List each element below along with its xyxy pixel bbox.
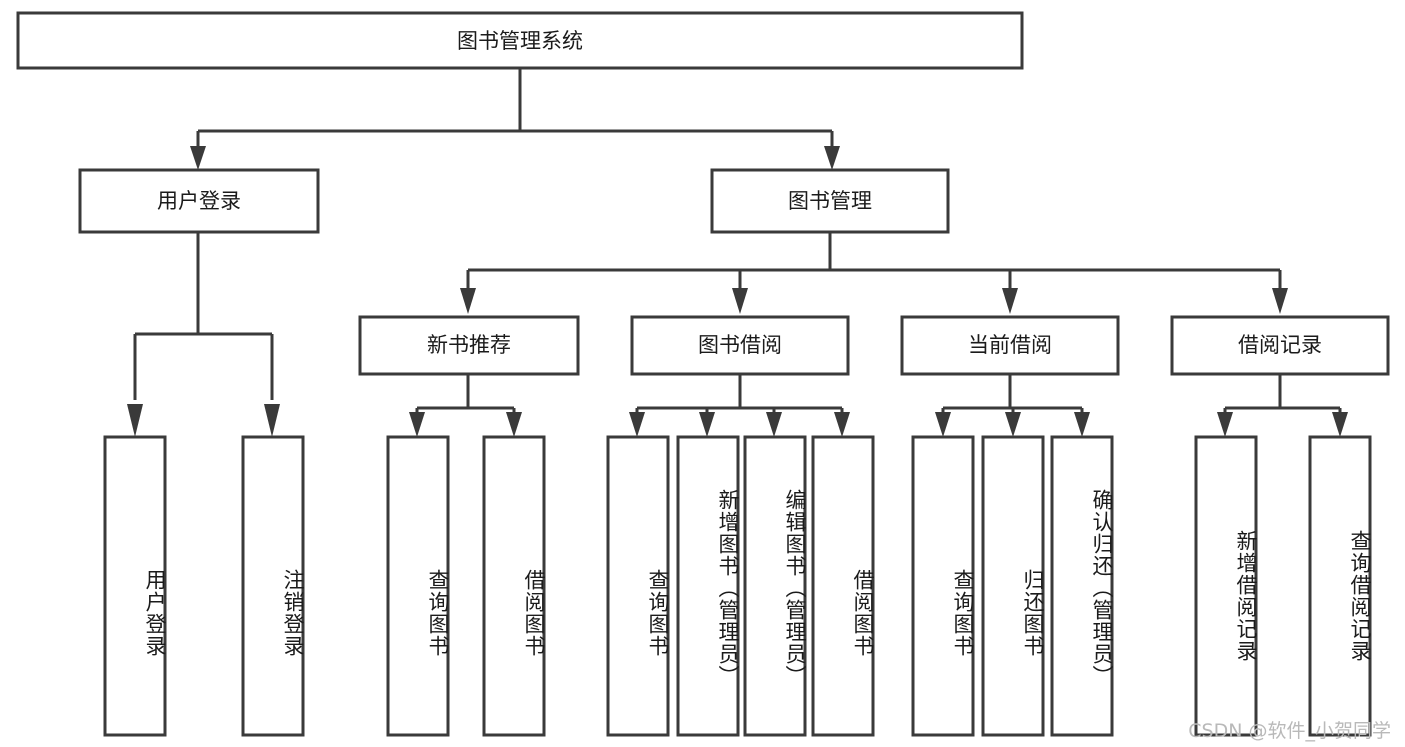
node-user-login-label: 用户登录 (157, 189, 241, 213)
leaf-box-current-borrow-2[interactable] (981, 435, 1045, 737)
node-book-management-label: 图书管理 (788, 189, 872, 213)
node-book-borrow-label: 图书借阅 (698, 333, 782, 357)
node-root-label: 图书管理系统 (457, 29, 583, 53)
node-new-book-recommend-label: 新书推荐 (427, 333, 511, 357)
leaf-box-user-login-1[interactable] (103, 435, 167, 737)
leaf-box-current-borrow-1[interactable] (911, 435, 975, 737)
csdn-watermark: CSDN @软件_小贺同学 (1188, 720, 1391, 742)
connector-bookmgmt-to-level3 (460, 232, 1288, 314)
node-book-borrow[interactable]: 图书借阅 (630, 315, 850, 376)
leaf-box-current-borrow-3[interactable] (1050, 435, 1114, 737)
connector-root-to-level2 (190, 68, 840, 170)
connector-bookborrow-to-leaves (629, 374, 850, 437)
node-new-book-recommend[interactable]: 新书推荐 (358, 315, 580, 376)
node-borrow-record-label: 借阅记录 (1238, 333, 1322, 357)
leaf-box-book-borrow-3[interactable] (743, 435, 807, 737)
node-book-management[interactable]: 图书管理 (710, 168, 950, 234)
node-user-login[interactable]: 用户登录 (78, 168, 320, 234)
node-borrow-record[interactable]: 借阅记录 (1170, 315, 1390, 376)
leaf-box-borrow-record-2[interactable] (1308, 435, 1372, 737)
connector-borrowrecord-to-leaves (1217, 374, 1348, 437)
leaf-box-new-book-1[interactable] (386, 435, 450, 737)
leaf-box-book-borrow-4[interactable] (811, 435, 875, 737)
node-current-borrow-label: 当前借阅 (968, 333, 1052, 357)
leaf-box-new-book-2[interactable] (482, 435, 546, 737)
leaf-box-book-borrow-2[interactable] (676, 435, 740, 737)
leaf-box-borrow-record-1[interactable] (1194, 435, 1258, 737)
connector-currentborrow-to-leaves (935, 374, 1090, 437)
leaf-box-book-borrow-1[interactable] (606, 435, 670, 737)
node-root[interactable]: 图书管理系统 (16, 11, 1024, 70)
node-current-borrow[interactable]: 当前借阅 (900, 315, 1120, 376)
connector-userlogin-to-leaves (127, 232, 280, 437)
leaf-box-user-login-2[interactable] (241, 435, 305, 737)
connector-newbook-to-leaves (409, 374, 522, 437)
